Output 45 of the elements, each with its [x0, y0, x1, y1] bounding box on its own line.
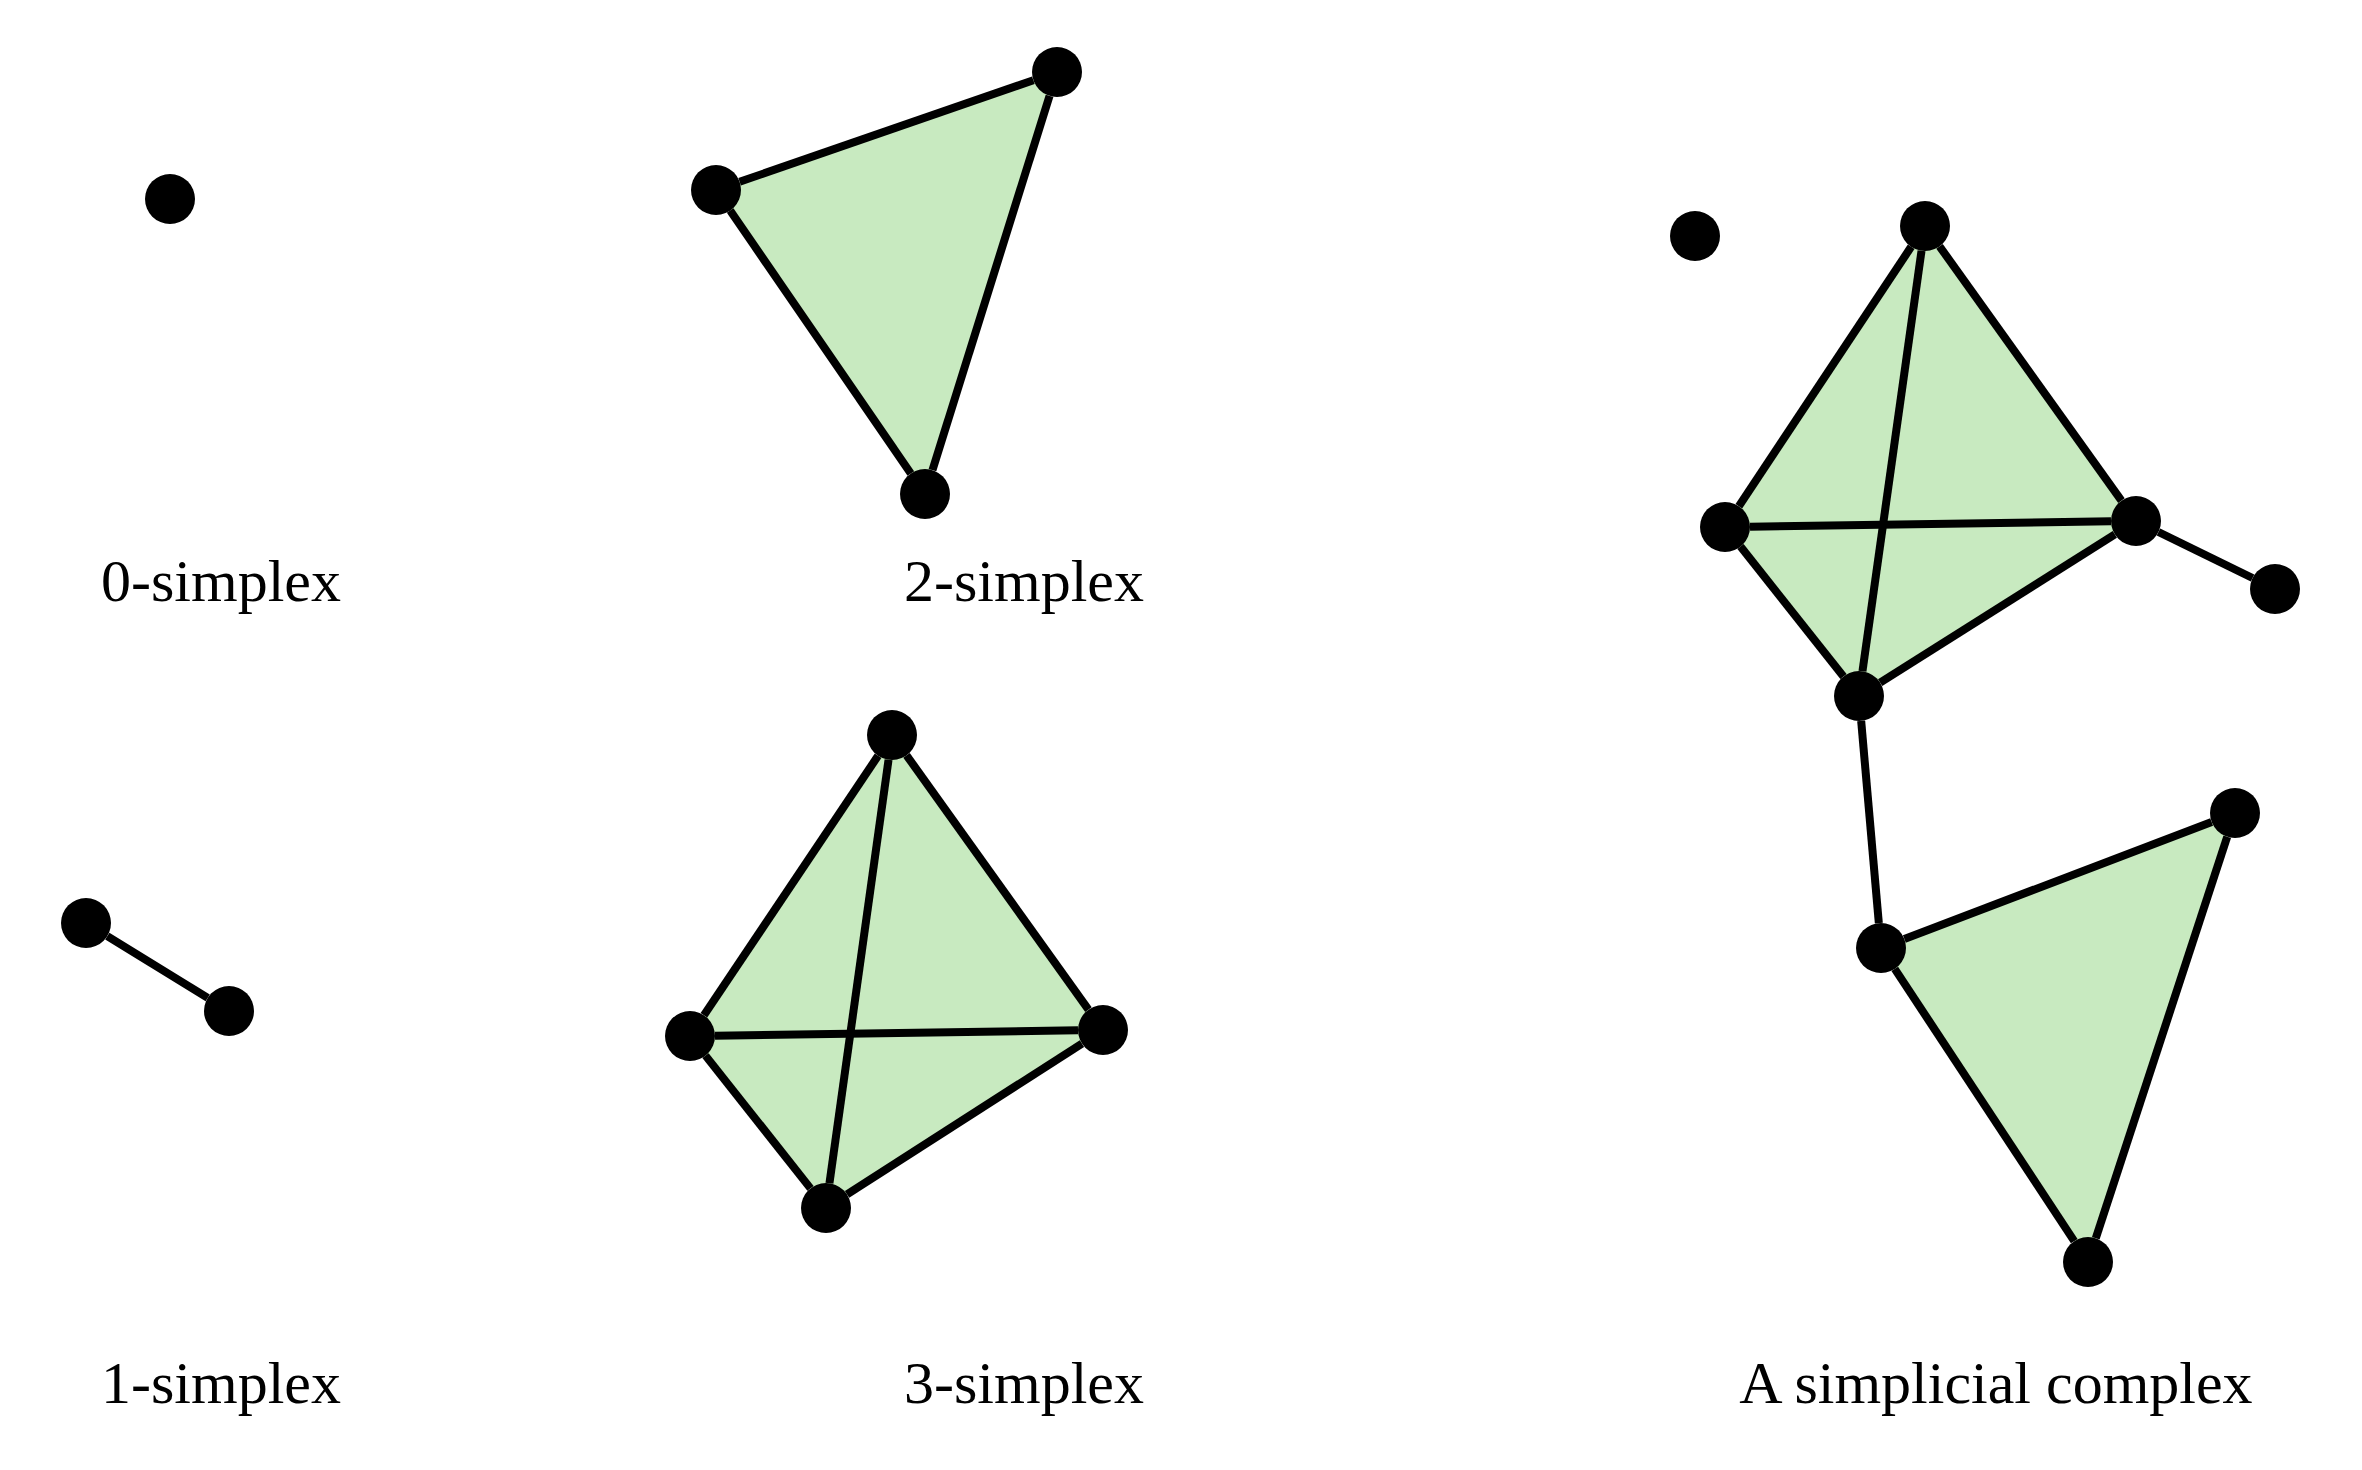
- vertex-dot: [2111, 496, 2161, 546]
- vertex-dot: [900, 469, 950, 519]
- vertex-dot: [1856, 923, 1906, 973]
- edge-line: [1858, 250, 1926, 672]
- simplex-caption: 1-simplex: [101, 1348, 341, 1418]
- vertex-dot: [1834, 671, 1884, 721]
- vertex-dot: [1670, 211, 1720, 261]
- simplex-caption: 0-simplex: [101, 546, 341, 616]
- edge-line: [1749, 517, 2112, 531]
- edge-line: [1878, 530, 2117, 687]
- vertex-dot: [2063, 1237, 2113, 1287]
- simplex-caption: 2-simplex: [904, 546, 1144, 616]
- edge-line: [1857, 720, 1883, 924]
- simplex-caption: A simplicial complex: [1739, 1348, 2253, 1418]
- edge-line: [2156, 528, 2255, 582]
- edge-line: [1891, 966, 2078, 1244]
- vertex-dot: [691, 165, 741, 215]
- edge-line: [1902, 818, 2214, 943]
- vertex-dot: [2210, 788, 2260, 838]
- edge-line: [1735, 244, 1915, 509]
- edge-line: [844, 1040, 1085, 1198]
- vertex-dot: [1700, 502, 1750, 552]
- edge-line: [903, 753, 1092, 1012]
- edge-line: [2091, 835, 2232, 1240]
- edge-line: [928, 94, 1054, 472]
- vertex-dot: [204, 986, 254, 1036]
- vertex-dot: [1032, 47, 1082, 97]
- vertex-dot: [2250, 564, 2300, 614]
- vertex-dot: [61, 898, 111, 948]
- simplex-caption: 3-simplex: [904, 1348, 1144, 1418]
- edge-line: [105, 932, 210, 1002]
- vertex-dot: [1078, 1005, 1128, 1055]
- edge-line: [1936, 244, 2125, 503]
- vertex-dot: [1900, 201, 1950, 251]
- edge-line: [825, 759, 893, 1184]
- vertex-dot: [801, 1183, 851, 1233]
- edge-line: [700, 753, 882, 1018]
- edge-line: [738, 76, 1035, 186]
- vertex-dot: [145, 174, 195, 224]
- vertex-dot: [867, 710, 917, 760]
- edge-line: [714, 1026, 1079, 1040]
- edge-line: [702, 1053, 814, 1191]
- edge-line: [1737, 544, 1847, 679]
- edge-line: [726, 208, 915, 476]
- vertex-dot: [665, 1011, 715, 1061]
